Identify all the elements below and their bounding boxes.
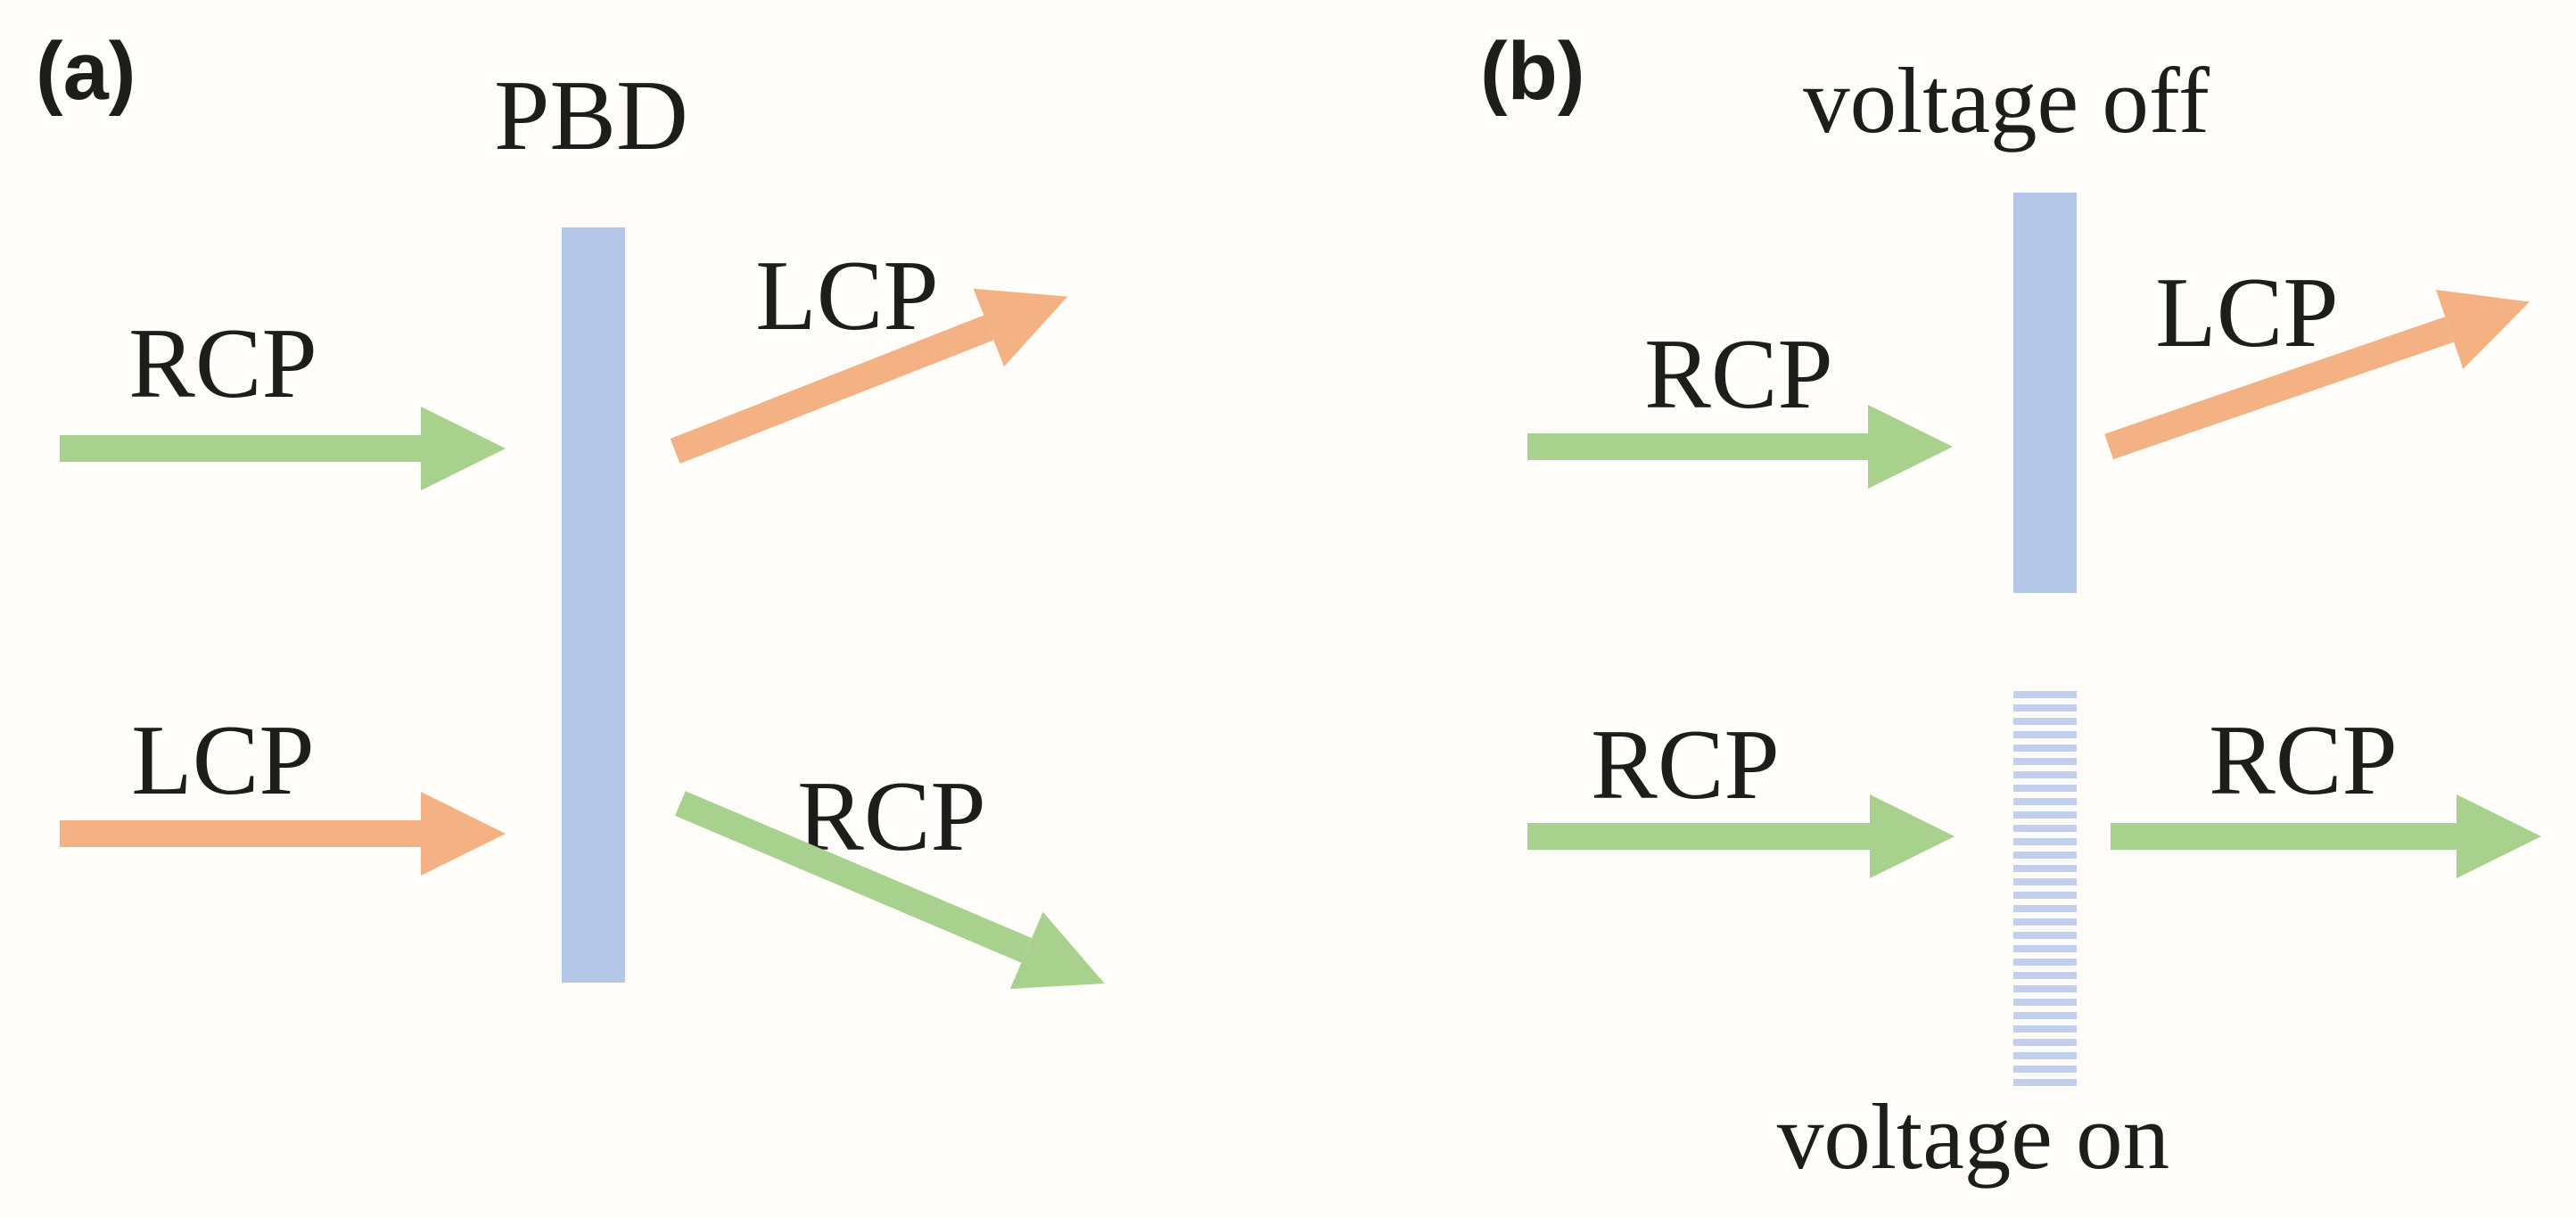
arrow-head (1010, 911, 1122, 1022)
panel-a-output-top-label: LCP (755, 241, 939, 351)
voltage-off-caption: voltage off (1803, 48, 2210, 152)
voltage-on-caption: voltage on (1776, 1084, 2170, 1189)
rcp-input-beam-arrow-on (1527, 794, 1955, 878)
arrow-shaft (1527, 822, 1870, 850)
arrow-head (1868, 404, 1953, 489)
pbd-device-label: PBD (494, 61, 688, 171)
arrow-shaft (2111, 822, 2457, 850)
arrow-shaft (60, 819, 421, 847)
panel-a-label: (a) (36, 26, 136, 117)
arrow-head (1870, 794, 1955, 878)
arrow-head (2457, 794, 2541, 878)
panel-b-label: (b) (1480, 26, 1585, 117)
panel-b-off-output-label: LCP (2155, 258, 2339, 368)
panel-a-input-bottom-label: LCP (131, 705, 315, 816)
arrow-head (421, 406, 506, 490)
arrow-head (421, 791, 506, 876)
arrow-head (2435, 261, 2544, 369)
rcp-input-beam-arrow (60, 406, 506, 490)
rcp-transmitted-arrow-on (2111, 794, 2541, 878)
panel-b-on-input-label: RCP (1591, 710, 1780, 820)
rcp-input-beam-arrow-off (1527, 404, 1953, 489)
lcp-input-beam-arrow (60, 791, 506, 876)
voltage-off-deflector-bar (2013, 193, 2077, 593)
panel-b-off-input-label: RCP (1644, 319, 1833, 430)
panel-a-input-top-label: RCP (128, 309, 317, 419)
panel-b-on-output-label: RCP (2209, 705, 2398, 816)
pbd-deflector-bar (562, 227, 625, 983)
panel-a-output-bottom-label: RCP (797, 761, 986, 872)
arrow-shaft (60, 434, 421, 462)
arrow-shaft (1527, 432, 1868, 460)
voltage-on-striped-bar (2013, 691, 2077, 1092)
